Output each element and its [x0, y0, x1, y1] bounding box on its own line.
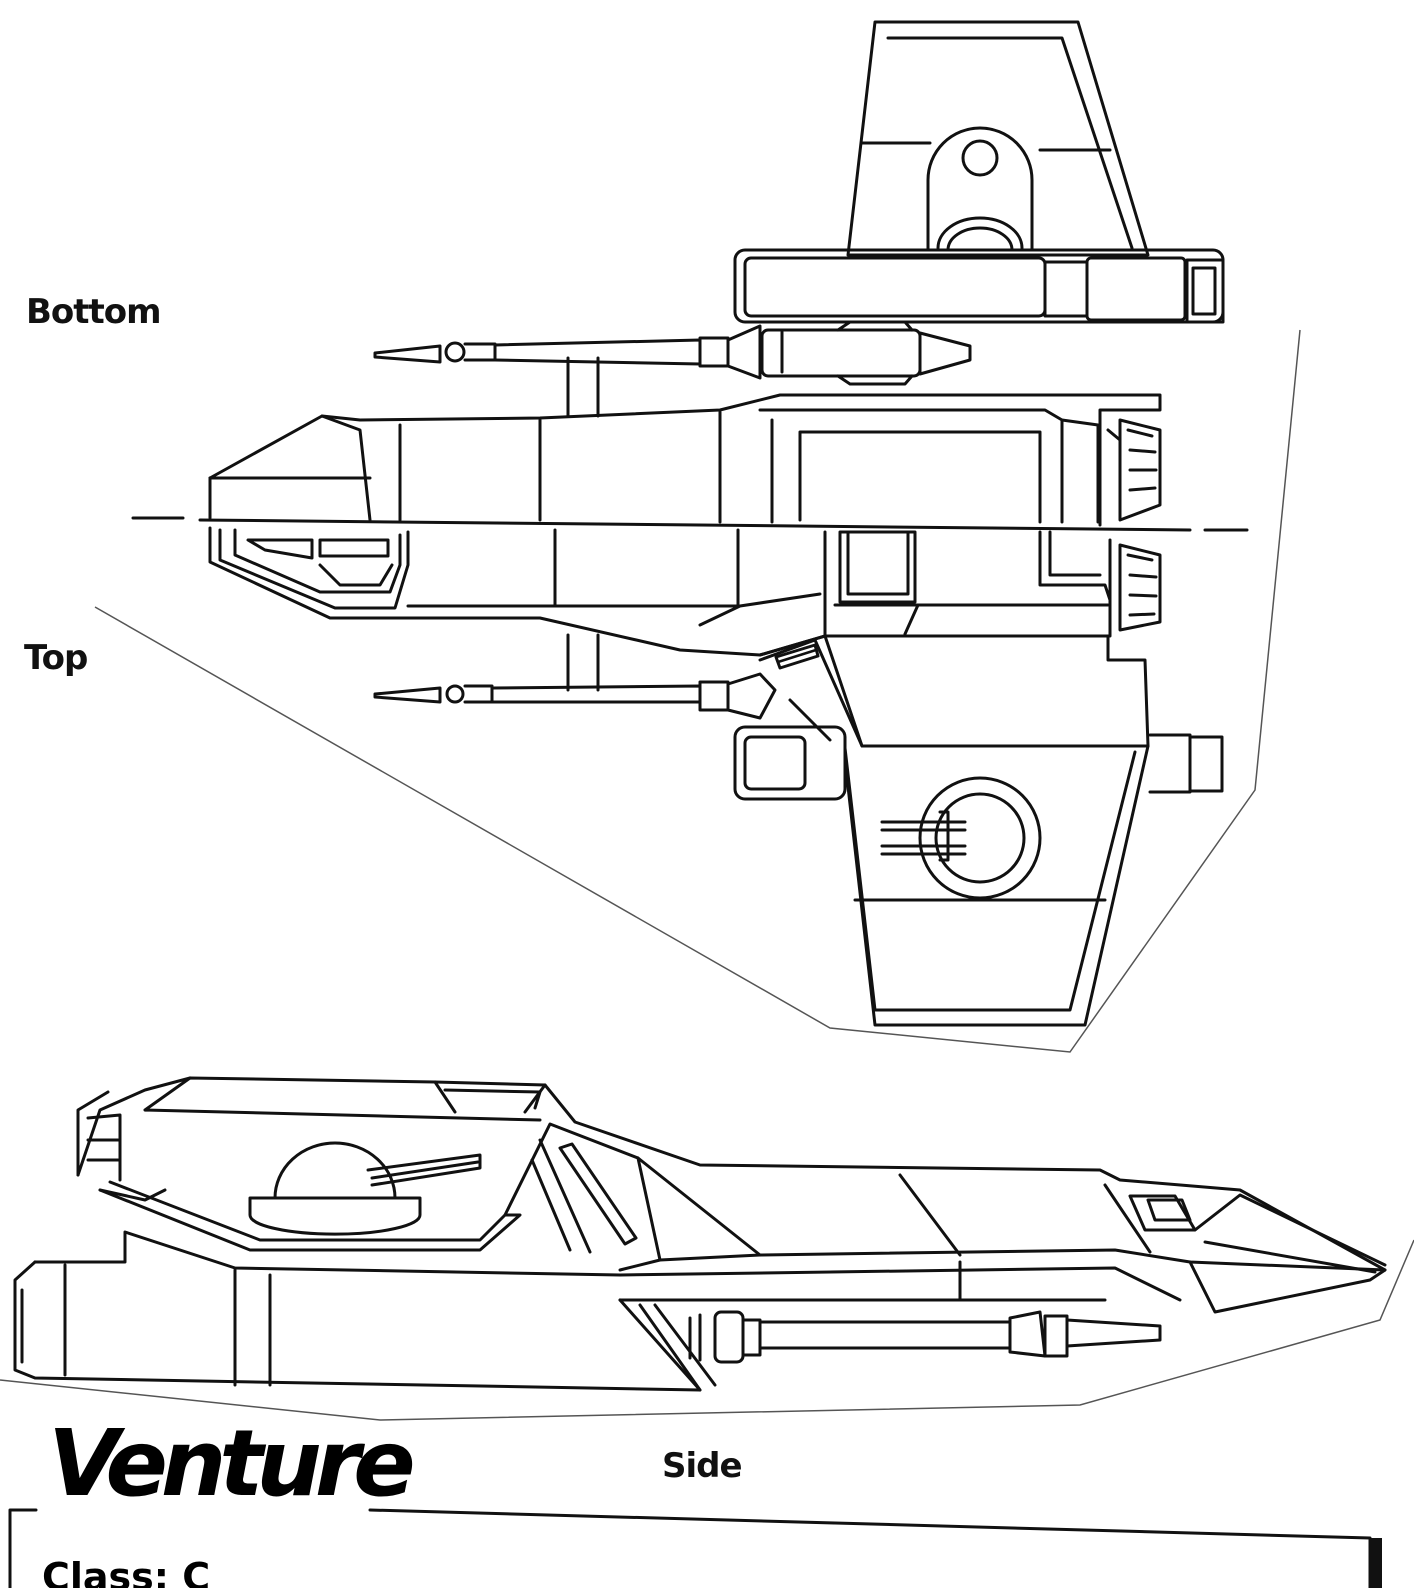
centerline: [131, 516, 1249, 532]
paper-cut-outline: [0, 329, 1414, 1421]
ship-title: Venture: [48, 1410, 416, 1517]
bottom-view: [208, 20, 1225, 527]
top-view: [208, 526, 1224, 1027]
view-label-side: Side: [662, 1446, 743, 1486]
side-view: [13, 1076, 1387, 1392]
view-label-bottom: Bottom: [26, 292, 162, 332]
title-rule: [8, 1508, 1382, 1588]
view-label-top: Top: [24, 638, 88, 678]
cutoff-class-text: Class: C: [42, 1558, 211, 1588]
